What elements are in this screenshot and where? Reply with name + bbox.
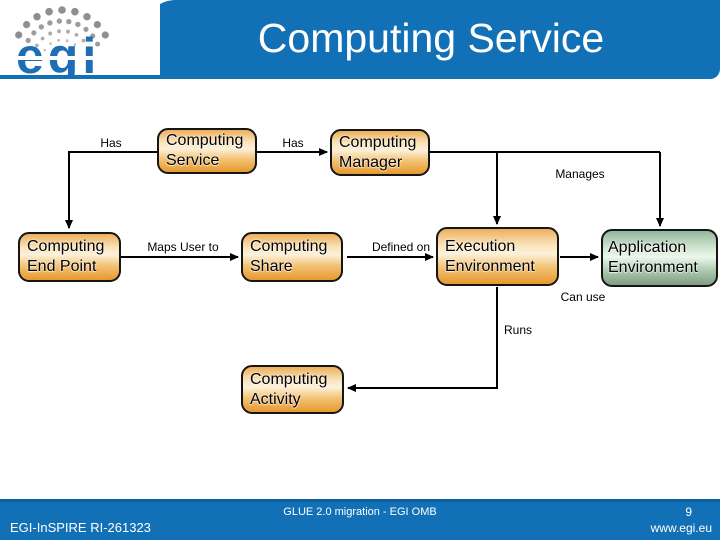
edge-has-left [65,151,158,229]
node-label-line: Execution [445,237,516,255]
slide-footer: EGI-InSPIRE RI-261323 GLUE 2.0 migration… [0,499,720,540]
node-label-line: Environment [445,257,535,275]
node-computing-service: Computing Service [157,128,257,174]
footer-page-number: 9 [685,505,692,519]
edge-label-runs: Runs [504,323,533,337]
node-computing-share: Computing Share [241,232,343,282]
slide-title: Computing Service [257,15,605,61]
node-computing-manager: Computing Manager [330,129,430,176]
edge-label-defined-on: Defined on [371,240,431,254]
node-label-line: Computing [250,238,328,256]
header-strip [0,75,160,79]
node-computing-end-point: Computing End Point [18,232,121,282]
node-execution-environment: Execution Environment [436,227,559,286]
node-label-line: Service [166,152,220,169]
node-label-line: End Point [27,258,97,275]
node-label-line: Computing [339,133,417,151]
node-computing-activity: Computing Activity [241,365,344,414]
edge-label-has-left: Has [100,136,122,150]
footer-project-id: EGI-InSPIRE RI-261323 [10,520,151,535]
edge-label-has-right: Has [282,136,304,150]
node-application-environment: Application Environment [601,229,718,287]
egi-logo-wordmark: egi [16,28,100,75]
node-label-line: Environment [608,259,698,276]
egi-logo: egi [0,0,160,75]
edge-label-maps-user-to: Maps User to [147,240,219,254]
header-bar [142,0,720,79]
footer-website: www.egi.eu [650,521,712,535]
node-label-line: Manager [339,153,403,171]
footer-presentation-title: GLUE 2.0 migration - EGI OMB [283,506,437,518]
node-label-line: Computing [166,132,244,150]
node-label-line: Computing [27,238,105,256]
edge-label-can-use: Can use [560,290,606,304]
node-label-line: Application [608,239,687,257]
node-label-line: Activity [250,390,301,408]
egi-logo-graphic: egi [14,6,114,75]
edge-label-manages: Manages [555,167,605,181]
node-label-line: Share [250,258,293,275]
edge-runs [347,287,498,392]
slide-header: egi Computing Service [0,0,720,80]
node-label-line: Computing [250,370,328,388]
